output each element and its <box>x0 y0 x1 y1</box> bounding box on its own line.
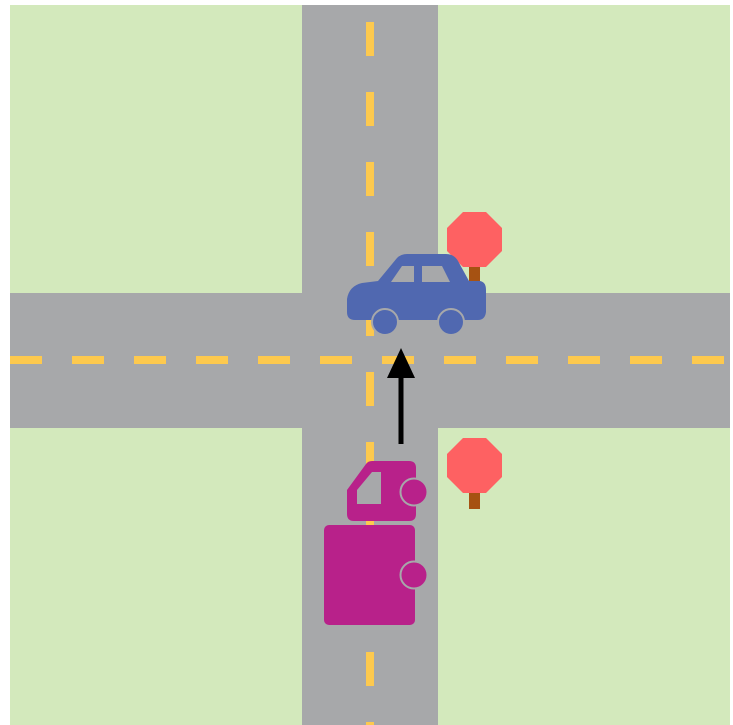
car-window-front <box>422 266 450 282</box>
grass-south-west <box>10 428 302 725</box>
truck-wheel-rear <box>399 560 429 590</box>
arrow-head <box>387 348 415 378</box>
grass-north-west <box>10 5 302 293</box>
truck-cab <box>347 461 416 521</box>
truck-window <box>357 472 381 504</box>
car-wheel-front <box>437 308 465 336</box>
truck-trailer <box>324 525 415 625</box>
car-icon <box>347 254 486 336</box>
sign-post <box>469 488 480 509</box>
stop-sign-icon <box>447 212 502 267</box>
sign-post <box>469 262 480 282</box>
up-arrow-icon <box>387 348 415 444</box>
stop-sign-south-east <box>447 438 502 509</box>
truck-icon <box>324 461 429 625</box>
truck-wheel-front <box>399 477 429 507</box>
car-window-rear <box>391 266 414 282</box>
car-wheel-rear <box>371 308 399 336</box>
car-body <box>347 254 486 320</box>
stop-sign-icon <box>447 438 502 493</box>
stop-sign-north-east <box>447 212 502 282</box>
grass-area <box>10 5 730 725</box>
